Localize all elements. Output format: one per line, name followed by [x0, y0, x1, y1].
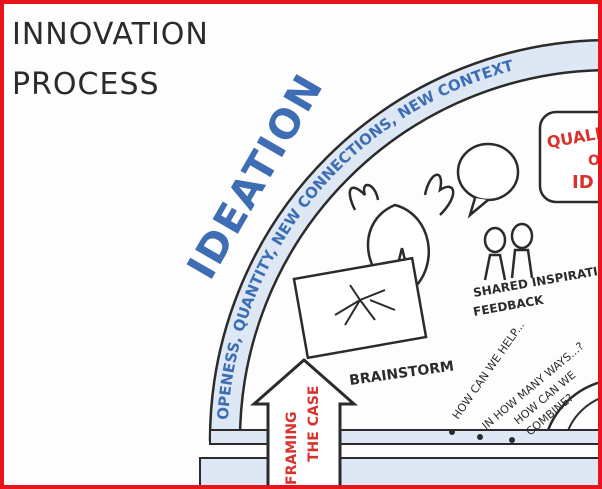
outer-arc-band — [208, 38, 602, 442]
bullet-1 — [449, 429, 455, 435]
framing-label-2: THE CASE — [306, 386, 322, 462]
bullet-2 — [477, 434, 483, 440]
bullet-3 — [509, 437, 515, 443]
quality-box — [538, 110, 602, 204]
quality-label-2: O — [588, 153, 600, 169]
title-line1: INNOVATION — [12, 17, 209, 52]
framing-label-1: FRAMING — [284, 411, 300, 485]
title-line2: PROCESS — [12, 67, 160, 102]
quality-label-3: ID — [572, 172, 594, 193]
speech-bubble — [456, 142, 520, 202]
people-icon — [483, 222, 534, 281]
brainstorm-board — [292, 256, 428, 360]
arc-caption-text: OPENESS, QUANTITY, NEW CONNECTIONS, NEW … — [214, 56, 516, 420]
framing-arrow — [250, 358, 358, 489]
arc-caption: OPENESS, QUANTITY, NEW CONNECTIONS, NEW … — [214, 56, 516, 420]
base-band-bottom — [199, 457, 602, 489]
speech-bubble-tail — [467, 197, 489, 219]
brainstorm-label: BRAINSTORM — [348, 358, 455, 389]
